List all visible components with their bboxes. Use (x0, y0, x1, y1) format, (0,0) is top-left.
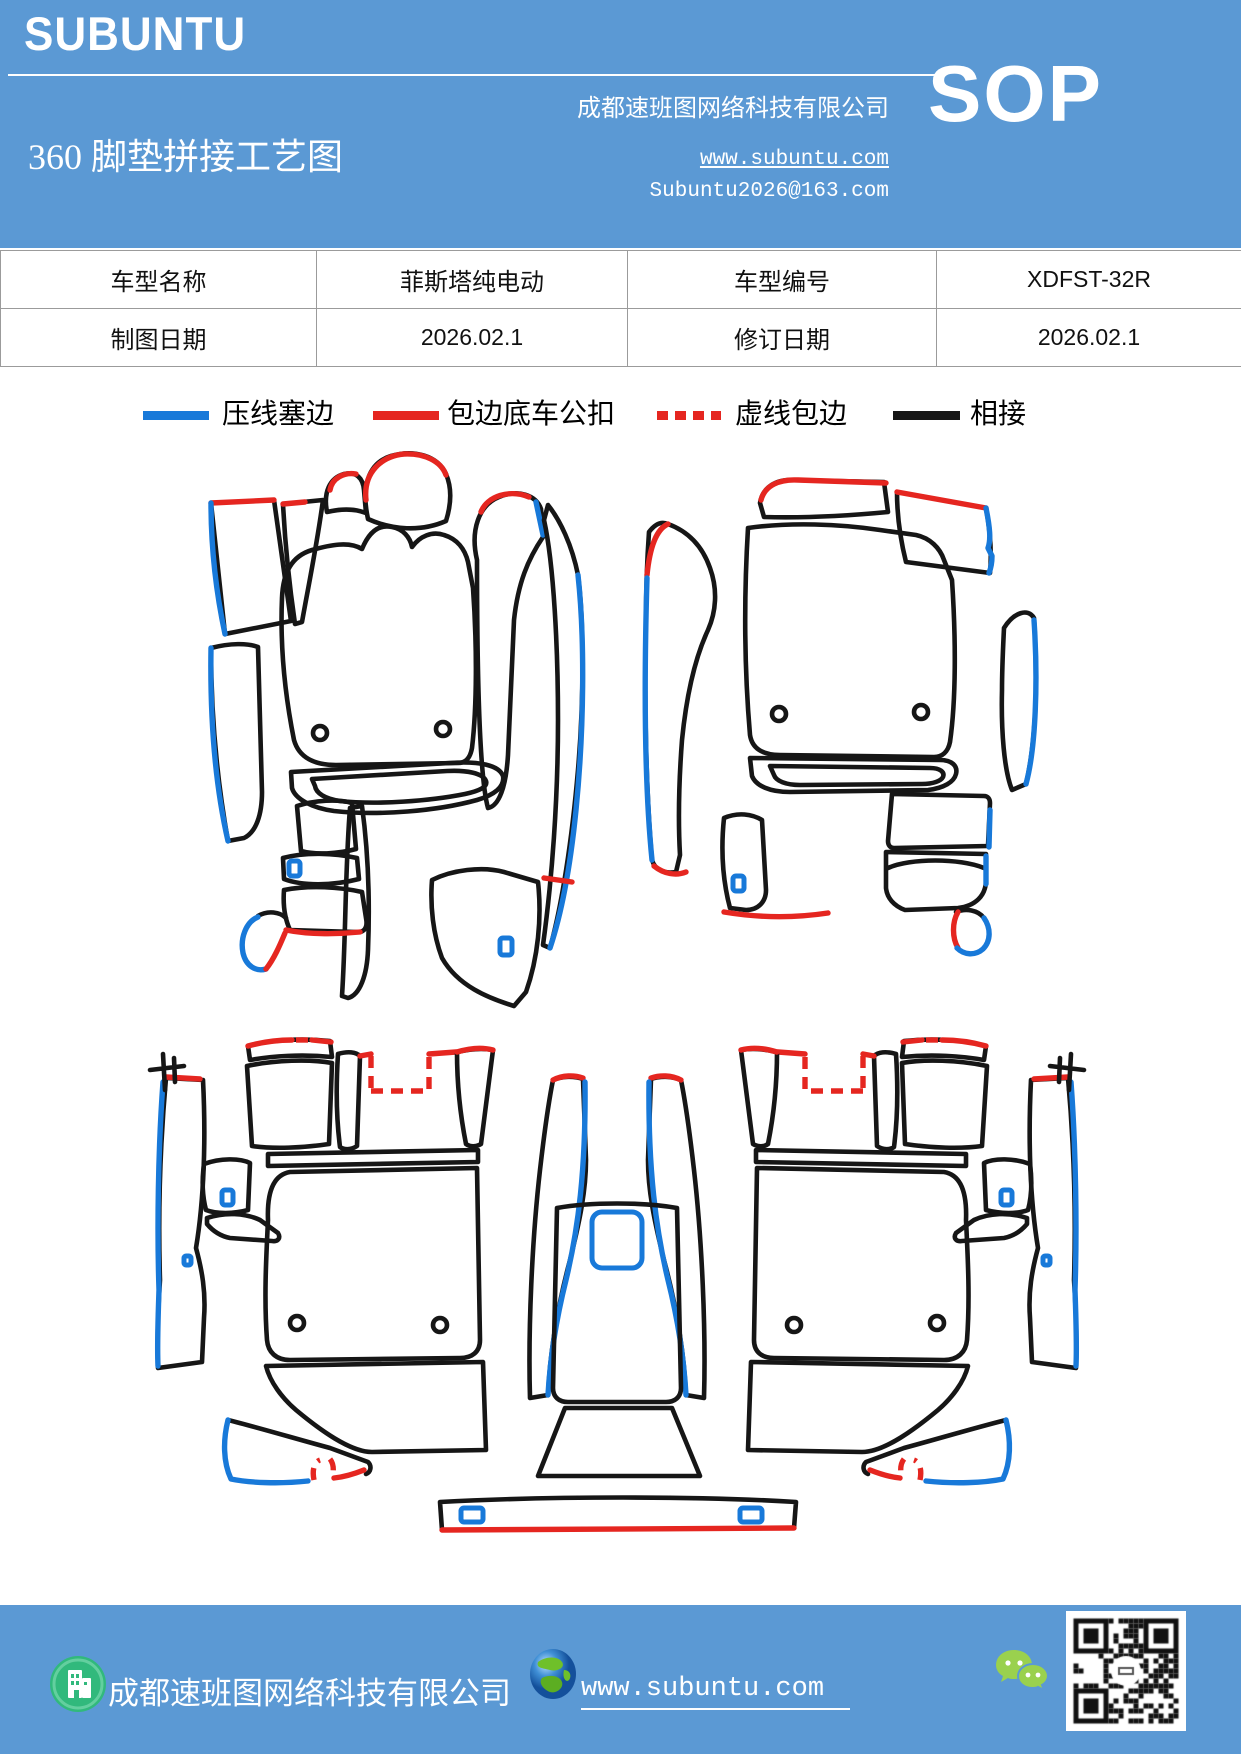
legend: 压线塞边 包边底车公扣 虚线包边 相接 (0, 392, 1241, 442)
footer-company-name: 成都速班图网络科技有限公司 (108, 1676, 511, 1711)
vehicle-info-table: 车型名称 菲斯塔纯电动 车型编号 XDFST-32R 制图日期 2026.02.… (0, 250, 1241, 367)
front-mat-right (642, 477, 1039, 957)
footer-website-link[interactable]: www.subuntu.com (581, 1674, 851, 1710)
table-cell-label: 车型名称 (1, 251, 317, 309)
table-cell-value: 2026.02.1 (937, 309, 1241, 367)
legend-swatch-red-dashed (657, 411, 721, 420)
table-cell-value: XDFST-32R (937, 251, 1241, 309)
globe-icon (530, 1649, 576, 1699)
building-icon (50, 1656, 106, 1712)
sop-label: SOP (928, 49, 1103, 138)
table-cell-value: 菲斯塔纯电动 (317, 251, 628, 309)
table-cell-value: 2026.02.1 (317, 309, 628, 367)
header-company-name: 成都速班图网络科技有限公司 (577, 96, 889, 122)
front-mat-left (208, 451, 586, 1009)
legend-label: 包边底车公扣 (447, 399, 616, 430)
legend-swatch-black (893, 411, 960, 420)
rear-mat-left-half (147, 1037, 589, 1486)
legend-swatch-blue (143, 411, 209, 420)
rear-mat-right-half (648, 1040, 1084, 1483)
legend-label: 压线塞边 (222, 399, 335, 430)
page-title: 360 脚垫拼接工艺图 (28, 137, 344, 177)
header-band (0, 0, 1241, 248)
qr-code (1066, 1611, 1186, 1731)
legend-label: 相接 (970, 399, 1027, 430)
header-website-link[interactable]: www.subuntu.com (699, 148, 889, 171)
table-cell-label: 车型编号 (628, 251, 937, 309)
brand-logo: SUBUNTU (24, 7, 247, 61)
table-cell-label: 制图日期 (1, 309, 317, 367)
header-email: Subuntu2026@163.com (649, 180, 889, 203)
table-cell-label: 修订日期 (628, 309, 937, 367)
rear-mat-center (437, 1201, 799, 1533)
wechat-icon (996, 1650, 1050, 1693)
legend-swatch-red (373, 411, 439, 420)
legend-label: 虚线包边 (735, 399, 848, 430)
header-divider (8, 74, 936, 76)
